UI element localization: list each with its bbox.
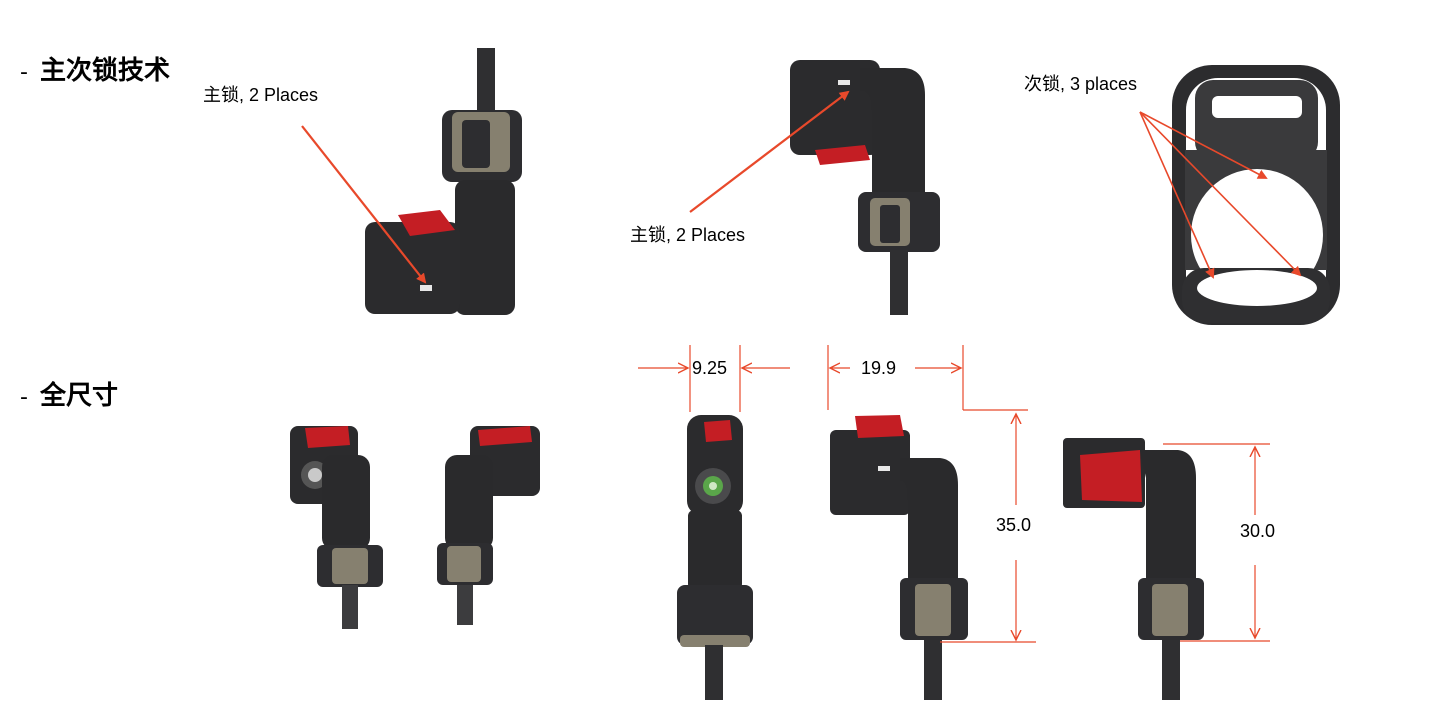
section-heading-locking: -主次锁技术 bbox=[20, 50, 170, 87]
section-title-dimensions: 全尺寸 bbox=[39, 381, 118, 411]
dimension-lines-back bbox=[1163, 443, 1270, 642]
dimension-width-side: 19.9 bbox=[861, 358, 897, 378]
arrow-primary-lock-left bbox=[301, 125, 427, 284]
dimension-lines-side bbox=[827, 345, 1036, 643]
primary-lock-label-left: 主锁, 2 Places bbox=[203, 85, 319, 105]
arrow-primary-lock-right bbox=[689, 90, 850, 213]
dimension-height-back: 30.0 bbox=[1240, 521, 1276, 541]
bullet-dash: - bbox=[20, 385, 28, 410]
connector-image-iso-front bbox=[290, 426, 383, 629]
secondary-lock-label: 次锁, 3 places bbox=[1024, 74, 1138, 94]
connector-image-primary-lock-left bbox=[365, 48, 522, 315]
section-heading-dimensions: -全尺寸 bbox=[20, 375, 118, 412]
dimension-lines-width-front bbox=[638, 345, 790, 412]
section-title-locking: 主次锁技术 bbox=[39, 56, 170, 86]
dimension-height-side: 35.0 bbox=[996, 515, 1032, 535]
arrows-secondary-lock bbox=[1139, 111, 1302, 279]
dimension-width-front: 9.25 bbox=[692, 358, 728, 378]
secondary-lock-part-image bbox=[1172, 65, 1340, 325]
connector-image-side-view bbox=[830, 415, 968, 700]
connector-image-front-view bbox=[677, 415, 753, 700]
connector-image-primary-lock-right bbox=[790, 60, 940, 315]
bullet-dash: - bbox=[20, 60, 28, 85]
connector-image-back-view bbox=[1063, 438, 1204, 700]
connector-image-iso-back bbox=[437, 426, 540, 625]
primary-lock-label-right: 主锁, 2 Places bbox=[630, 225, 746, 245]
